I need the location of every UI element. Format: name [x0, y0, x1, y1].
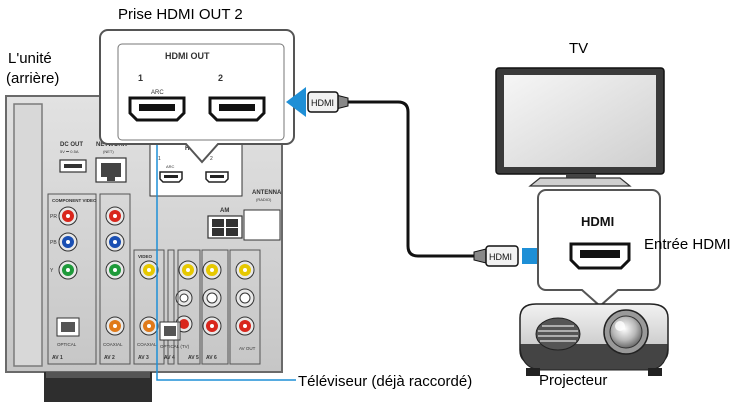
svg-text:DC OUT: DC OUT [60, 142, 83, 148]
projector-label: Projecteur [539, 372, 608, 389]
av1-column: COMPONENT VIDEO PR PB Y OPTICAL AV 1 [47, 193, 97, 365]
svg-text:Y: Y [50, 268, 54, 274]
svg-text:ARC: ARC [166, 164, 175, 169]
hdmi-cable: HDMI HDMI [307, 91, 519, 267]
hdmi-plug-top: HDMI [307, 91, 349, 113]
svg-text:2: 2 [210, 156, 213, 162]
svg-text:ANTENNA: ANTENNA [252, 190, 282, 196]
projector-vent [535, 317, 581, 351]
svg-text:OPTICAL (TV): OPTICAL (TV) [160, 344, 190, 349]
av2-column: COAXIAL AV 2 [99, 193, 131, 365]
tv-label: TV [569, 40, 589, 57]
av3-column: VIDEO COAXIAL AV 3 [133, 249, 165, 365]
unit-label-line2: (arrière) [6, 70, 60, 87]
svg-text:AV 6: AV 6 [206, 355, 217, 361]
svg-text:1: 1 [138, 73, 143, 83]
unit-label-line1: L'unité [8, 50, 52, 67]
svg-text:OPTICAL: OPTICAL [57, 342, 77, 347]
tv-connected-label: Téléviseur (déjà raccordé) [298, 373, 473, 390]
tv-icon [495, 67, 665, 187]
svg-text:AV OUT: AV OUT [239, 346, 256, 351]
hdmi-out-2-port [208, 96, 266, 122]
svg-text:5V ⎓ 0.5A: 5V ⎓ 0.5A [60, 149, 79, 154]
hdmi-out-zoom-callout: HDMI OUT 1 2 ARC [99, 29, 295, 164]
svg-text:AV 5: AV 5 [188, 355, 199, 361]
svg-text:AV 1: AV 1 [52, 355, 63, 361]
svg-text:COMPONENT VIDEO: COMPONENT VIDEO [52, 198, 97, 203]
dc-out-jack: DC OUT 5V ⎓ 0.5A [59, 142, 87, 173]
hdmi-input-label: Entrée HDMI [644, 236, 731, 253]
svg-text:2: 2 [218, 73, 223, 83]
svg-text:AV 4: AV 4 [164, 355, 175, 361]
svg-text:(NET): (NET) [103, 149, 114, 154]
svg-text:AV 2: AV 2 [104, 355, 115, 361]
av5-column: AV 5 [177, 249, 222, 365]
svg-text:HDMI: HDMI [581, 214, 614, 229]
svg-text:1: 1 [158, 156, 161, 162]
tv-connection-leader [156, 118, 296, 381]
svg-text:AV 3: AV 3 [138, 355, 149, 361]
svg-text:HDMI: HDMI [489, 252, 512, 262]
svg-text:COAXIAL: COAXIAL [103, 342, 123, 347]
antenna-terminal: ANTENNA (RADIO) AM [207, 190, 282, 241]
av6-column: AV 6 [201, 249, 229, 365]
av-out-column: AV OUT [229, 249, 261, 365]
projector-lens [603, 309, 649, 355]
svg-text:HDMI OUT: HDMI OUT [165, 51, 210, 61]
svg-text:VIDEO: VIDEO [138, 254, 153, 259]
svg-text:PR: PR [50, 214, 57, 220]
projector-hdmi-callout: HDMI [537, 189, 661, 308]
svg-text:COAXIAL: COAXIAL [137, 342, 157, 347]
hdmi-out2-jack-label: Prise HDMI OUT 2 [118, 6, 243, 23]
av4-column: OPTICAL (TV) AV 4 [159, 249, 198, 365]
hdmi-input-port [569, 242, 631, 270]
projector-icon [519, 303, 669, 376]
hdmi-out-1-port [128, 96, 186, 122]
svg-text:(RADIO): (RADIO) [256, 197, 272, 202]
svg-text:HDMI: HDMI [311, 98, 334, 108]
svg-text:PB: PB [50, 240, 57, 246]
svg-text:ARC: ARC [151, 90, 164, 96]
arrow-into-receiver [286, 87, 306, 117]
svg-text:AM: AM [220, 208, 229, 214]
hdmi-plug-bottom: HDMI [473, 245, 519, 267]
